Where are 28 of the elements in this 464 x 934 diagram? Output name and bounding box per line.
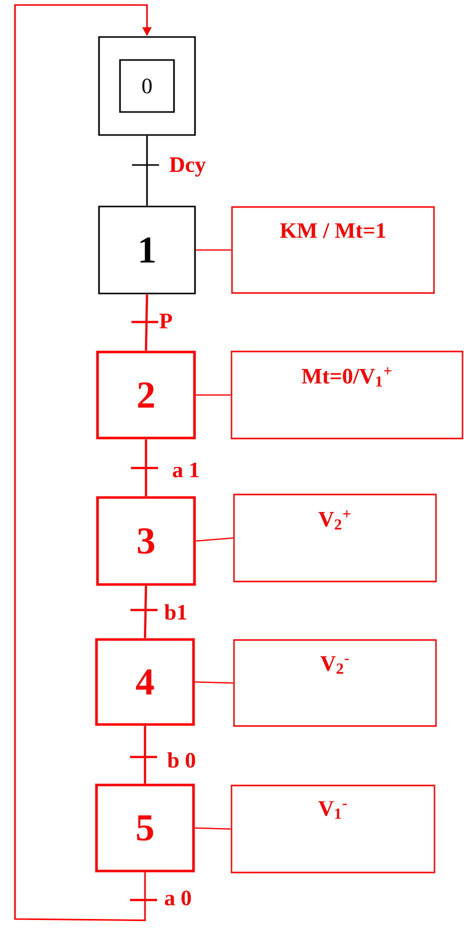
connector-line	[196, 249, 232, 251]
action-box: KM / Mt=1	[231, 206, 435, 294]
step-box: 2	[96, 350, 196, 440]
transition-label: P	[158, 312, 174, 330]
transition-label: a 0	[163, 890, 193, 906]
return-arrow	[14, 4, 152, 922]
initial-step-box: 0	[98, 36, 196, 136]
transition-label: b1	[163, 603, 188, 621]
action-box: V$_{2}$-	[233, 639, 437, 727]
step-box: 1	[98, 206, 196, 294]
link-line	[144, 586, 148, 638]
step-box: 3	[96, 496, 196, 586]
action-box: V$_{1}$-	[230, 784, 436, 874]
connector-line	[196, 394, 231, 396]
link-line	[144, 294, 148, 351]
connector-line	[194, 681, 234, 684]
connector-line	[194, 827, 231, 830]
connector-line	[196, 537, 234, 542]
action-box: V$_{2}$+	[233, 494, 437, 582]
transition-label: b 0	[166, 751, 197, 769]
step-box: 4	[95, 638, 195, 726]
transition-label: Dcy	[168, 156, 207, 178]
step-box: 5	[95, 784, 195, 872]
link-line	[144, 726, 146, 784]
link-line	[144, 439, 148, 496]
action-box: Mt=0/V$_{1}$+	[230, 350, 464, 440]
transition-label: a 1	[171, 462, 201, 478]
link-line	[146, 136, 148, 206]
